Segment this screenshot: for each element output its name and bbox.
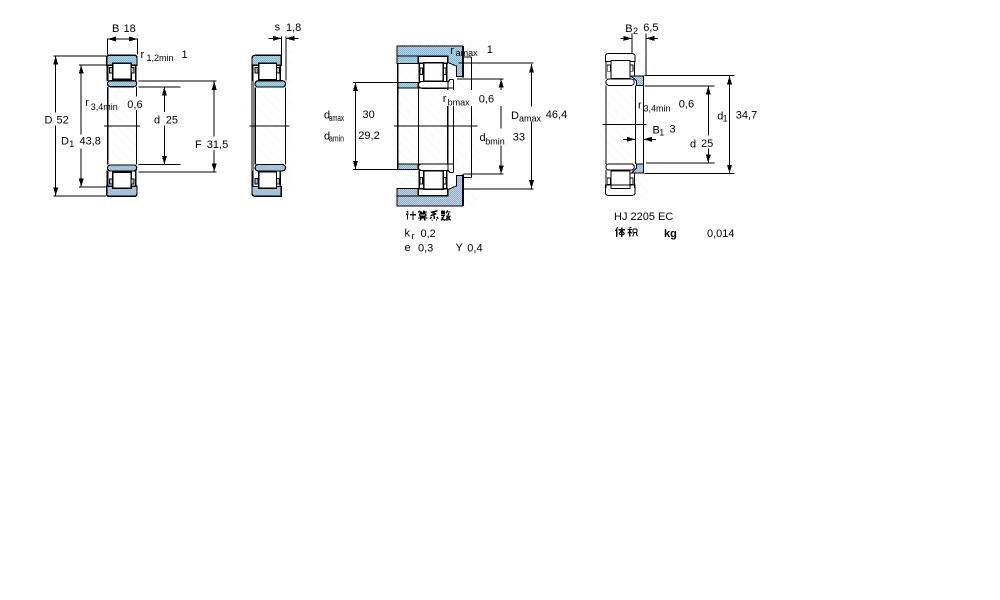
svg-text:43,8: 43,8 bbox=[80, 135, 101, 147]
svg-text:B: B bbox=[653, 125, 660, 137]
svg-text:1: 1 bbox=[69, 139, 74, 149]
svg-text:1,2min: 1,2min bbox=[147, 53, 174, 63]
svg-text:D: D bbox=[61, 135, 69, 147]
svg-text:0,2: 0,2 bbox=[421, 228, 436, 240]
svg-text:Y: Y bbox=[456, 242, 464, 254]
svg-text:r: r bbox=[443, 93, 447, 105]
svg-text:1,8: 1,8 bbox=[286, 22, 301, 34]
svg-text:52: 52 bbox=[57, 115, 69, 127]
svg-text:r: r bbox=[638, 100, 642, 112]
svg-text:k: k bbox=[405, 228, 411, 240]
svg-text:HJ 2205 EC: HJ 2205 EC bbox=[614, 211, 673, 223]
svg-text:d: d bbox=[324, 130, 330, 142]
svg-text:amin: amin bbox=[329, 134, 344, 144]
svg-text:B: B bbox=[625, 23, 632, 35]
svg-text:3,4min: 3,4min bbox=[91, 102, 118, 112]
svg-text:25: 25 bbox=[701, 138, 713, 150]
svg-text:kg: kg bbox=[664, 228, 677, 240]
svg-text:d: d bbox=[717, 111, 723, 123]
svg-text:r: r bbox=[450, 45, 454, 57]
svg-text:e: e bbox=[405, 242, 411, 254]
svg-text:D: D bbox=[511, 110, 519, 122]
svg-text:d: d bbox=[690, 139, 696, 151]
svg-text:D: D bbox=[45, 115, 53, 127]
svg-text:B: B bbox=[112, 23, 119, 35]
svg-text:25: 25 bbox=[166, 114, 178, 126]
svg-text:34,7: 34,7 bbox=[736, 110, 757, 122]
svg-text:1: 1 bbox=[659, 128, 664, 138]
svg-text:33: 33 bbox=[513, 132, 525, 144]
svg-text:bmax: bmax bbox=[448, 97, 471, 107]
svg-text:r: r bbox=[141, 49, 145, 61]
svg-text:amax: amax bbox=[519, 113, 542, 123]
svg-text:6,5: 6,5 bbox=[643, 22, 658, 34]
svg-text:r: r bbox=[412, 231, 415, 241]
svg-text:bmin: bmin bbox=[485, 136, 505, 146]
svg-text:r: r bbox=[85, 97, 89, 109]
svg-text:amax: amax bbox=[329, 113, 344, 123]
svg-text:0,6: 0,6 bbox=[127, 99, 142, 111]
svg-text:d: d bbox=[480, 132, 486, 144]
svg-text:31,5: 31,5 bbox=[207, 139, 228, 151]
svg-text:3,4min: 3,4min bbox=[644, 104, 671, 114]
svg-text:d: d bbox=[154, 114, 160, 126]
svg-text:18: 18 bbox=[124, 23, 136, 35]
svg-text:3: 3 bbox=[670, 124, 676, 136]
svg-text:0,3: 0,3 bbox=[418, 243, 433, 255]
svg-text:2: 2 bbox=[633, 26, 638, 36]
svg-text:30: 30 bbox=[363, 109, 375, 121]
svg-text:0,6: 0,6 bbox=[479, 94, 494, 106]
svg-text:amax: amax bbox=[456, 48, 479, 58]
svg-text:0,6: 0,6 bbox=[679, 99, 694, 111]
svg-text:d: d bbox=[324, 110, 330, 122]
svg-text:0,014: 0,014 bbox=[707, 228, 735, 240]
svg-text:29,2: 29,2 bbox=[358, 130, 379, 142]
svg-text:F: F bbox=[195, 139, 202, 151]
svg-text:s: s bbox=[275, 22, 281, 34]
svg-text:1: 1 bbox=[487, 44, 493, 56]
svg-text:1: 1 bbox=[723, 114, 728, 124]
svg-text:1: 1 bbox=[182, 49, 188, 61]
svg-text:0,4: 0,4 bbox=[467, 243, 482, 255]
svg-text:46,4: 46,4 bbox=[546, 109, 567, 121]
